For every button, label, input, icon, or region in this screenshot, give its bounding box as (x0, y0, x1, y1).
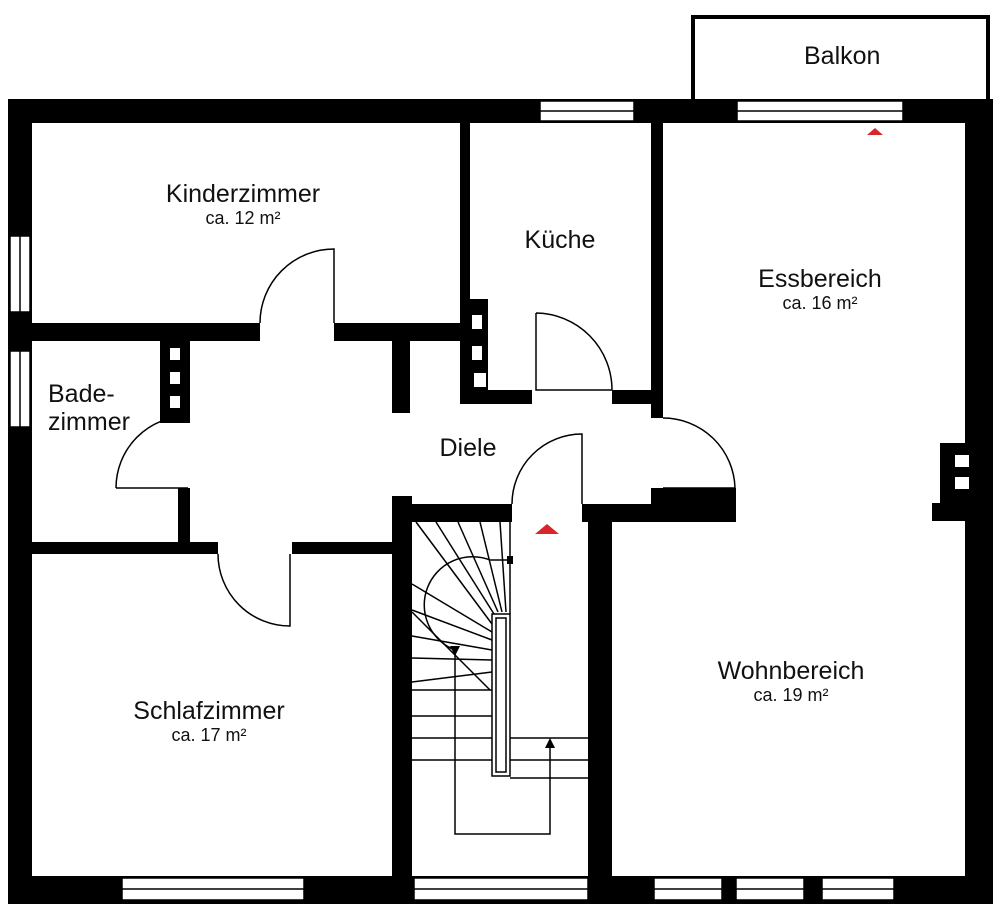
room-area: ca. 17 m² (171, 725, 247, 745)
room-name-line1: Bade- (48, 380, 115, 408)
room-name: Diele (439, 434, 497, 462)
view-markers (535, 128, 883, 534)
room-name: Küche (524, 226, 596, 254)
balcony-outline (691, 15, 990, 103)
wall-shafts (170, 315, 969, 489)
room-area: ca. 19 m² (753, 685, 829, 705)
windows (9, 100, 904, 901)
door-swings (115, 248, 736, 627)
interior-walls (32, 123, 965, 884)
room-name: Essbereich (758, 265, 882, 293)
room-kueche: Küche (505, 226, 615, 254)
room-diele: Diele (428, 434, 508, 462)
room-area: ca. 16 m² (782, 293, 858, 313)
stair-arrows (450, 556, 555, 748)
room-name: Schlafzimmer (133, 697, 285, 725)
room-kinderzimmer: Kinderzimmer ca. 12 m² (150, 180, 336, 228)
room-schlafzimmer: Schlafzimmer ca. 17 m² (110, 697, 308, 745)
room-essbereich: Essbereich ca. 16 m² (740, 265, 900, 313)
room-name-line2: zimmer (48, 408, 130, 436)
room-badezimmer: Bade- zimmer (48, 380, 148, 436)
staircase (411, 521, 588, 835)
balcony-label: Balkon (804, 42, 881, 70)
room-wohnbereich: Wohnbereich ca. 19 m² (700, 657, 882, 705)
room-area: ca. 12 m² (205, 208, 281, 228)
room-name: Wohnbereich (717, 657, 865, 685)
room-name: Kinderzimmer (165, 180, 321, 208)
